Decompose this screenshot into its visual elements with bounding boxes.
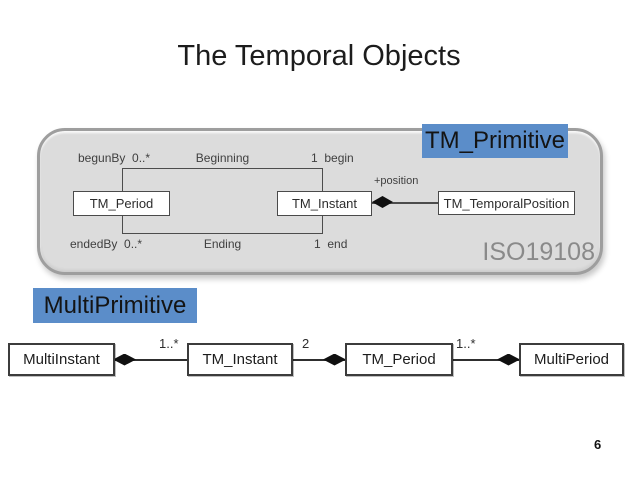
role-begin: 1 begin [311, 151, 354, 165]
association-beginning: Beginning [195, 151, 250, 165]
class-tm-temporalposition: TM_TemporalPosition [438, 191, 575, 215]
class-label: TM_Period [89, 196, 154, 211]
iso-watermark: ISO19108 [482, 238, 595, 266]
role-end: 1 end [314, 237, 348, 251]
tag-tm-primitive: TM_Primitive [422, 124, 568, 158]
class-multiinstant: MultiInstant [8, 343, 115, 376]
role-endedBy: endedBy 0..* [70, 237, 143, 251]
class-multiperiod: MultiPeriod [519, 343, 624, 376]
multiplicity-label: 1..* [456, 336, 476, 351]
page-title: The Temporal Objects [177, 40, 461, 72]
aggregation-diamond-icon [497, 353, 520, 366]
tag-label: TM_Primitive [424, 127, 565, 154]
aggregation-diamond-icon [323, 353, 346, 366]
aggregation-line [293, 358, 345, 361]
class-tm-instant-bottom: TM_Instant [187, 343, 293, 376]
class-tm-period: TM_Period [73, 191, 170, 216]
tag-label: MultiPrimitive [43, 291, 187, 319]
tag-multiprimitive: MultiPrimitive [33, 288, 197, 323]
role-begunBy: begunBy 0..* [78, 151, 151, 165]
class-label: TM_Instant [202, 351, 278, 368]
page-number: 6 [594, 437, 602, 452]
aggregation-line [115, 358, 187, 361]
class-label: TM_TemporalPosition [443, 195, 570, 211]
class-label: TM_Instant [291, 196, 358, 211]
position-association-line [372, 202, 438, 204]
multiplicity-label: 1..* [159, 336, 179, 351]
multiplicity-label: 2 [302, 336, 310, 351]
aggregation-diamond-icon [113, 353, 136, 366]
class-label: MultiPeriod [533, 351, 610, 368]
association-ending: Ending [203, 237, 242, 251]
position-role-label: +position [374, 175, 419, 187]
aggregation-line [453, 358, 519, 361]
class-tm-period-bottom: TM_Period [345, 343, 453, 376]
aggregation-diamond-icon [372, 196, 393, 208]
class-label: TM_Period [362, 351, 436, 368]
class-label: MultiInstant [23, 351, 100, 368]
class-tm-instant: TM_Instant [277, 191, 372, 216]
